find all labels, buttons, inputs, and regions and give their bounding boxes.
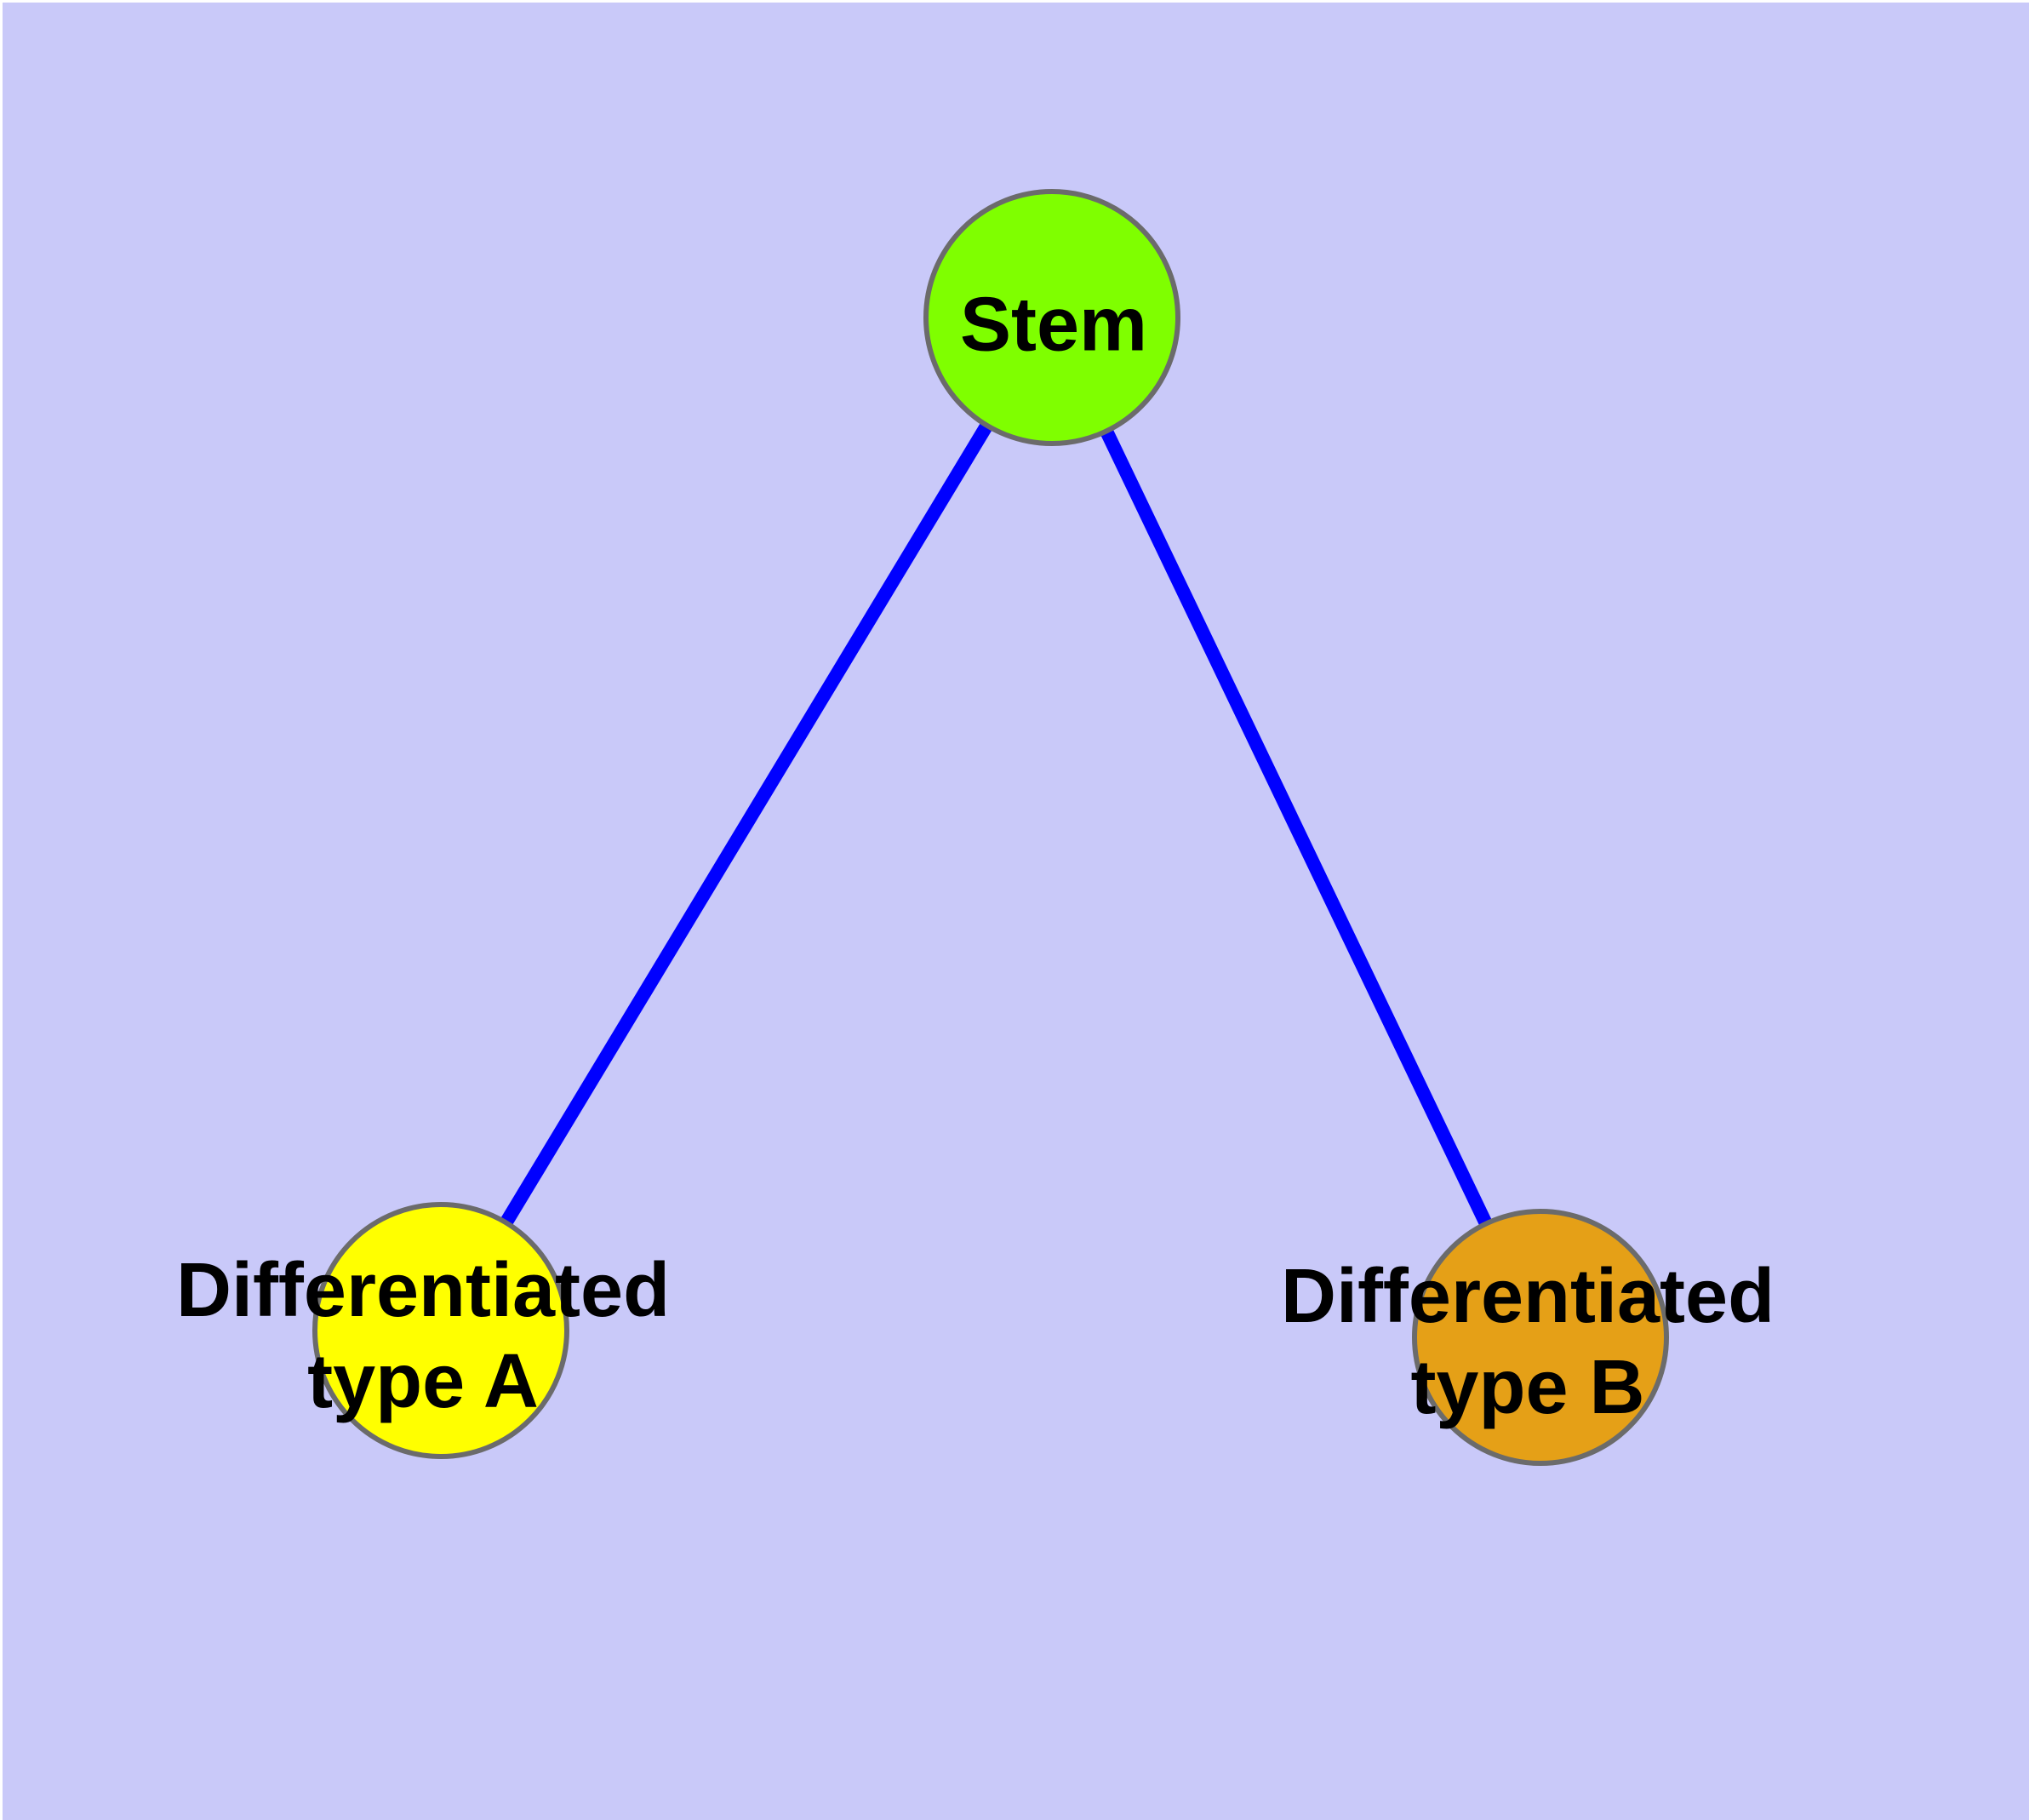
node-type-a-circle [312,1202,569,1459]
edge-stem-to-type-b [1045,314,1547,1341]
node-stem-circle [923,189,1180,446]
edge-stem-to-type-a [435,313,1058,1335]
node-type-b-circle [1412,1209,1669,1466]
